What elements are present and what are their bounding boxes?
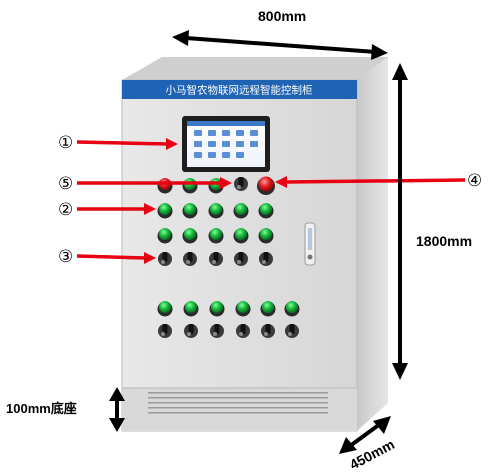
selector-switch-row5-0 — [158, 324, 172, 338]
green-indicator-row4-4 — [260, 301, 276, 317]
selector-switch-row1-3 — [234, 177, 248, 191]
green-indicator-row2b-2 — [208, 228, 224, 244]
cabinet-title: 小马智农物联网远程智能控制柜 — [166, 84, 313, 97]
callout-2: ② — [58, 200, 73, 220]
cabinet-base — [122, 388, 357, 431]
width-label: 800mm — [258, 8, 306, 24]
callout-arrows — [76, 138, 466, 264]
title-band — [122, 80, 357, 99]
emergency-stop-button — [257, 176, 275, 195]
green-indicator-row4-1 — [183, 301, 199, 317]
green-indicator-row2b-1 — [182, 228, 198, 244]
dimension-arrows — [109, 30, 408, 454]
cabinet-side — [357, 57, 388, 431]
selector-switch-row3-1 — [183, 252, 197, 266]
selector-switch-row5-2 — [210, 324, 224, 338]
green-indicator-row2b-3 — [233, 228, 249, 244]
callout-1: ① — [58, 133, 73, 153]
selector-switch-row3-0 — [158, 252, 172, 266]
panel-components — [157, 176, 300, 338]
selector-switch-row5-3 — [236, 324, 250, 338]
selector-switch-row5-4 — [261, 324, 275, 338]
green-indicator-row4-2 — [209, 301, 225, 317]
green-indicator-row2-0 — [157, 203, 173, 219]
callout-5: ⑤ — [58, 174, 73, 194]
green-indicator-row2-2 — [208, 203, 224, 219]
green-indicator-row4-3 — [235, 301, 251, 317]
vent-grille — [148, 392, 328, 414]
selector-switch-row5-5 — [285, 324, 299, 338]
green-indicator-row2-1 — [182, 203, 198, 219]
callout-4: ④ — [467, 171, 482, 191]
height-label: 1800mm — [416, 233, 472, 249]
green-indicator-row2b-0 — [157, 228, 173, 244]
green-indicator-row2b-4 — [258, 228, 274, 244]
green-indicator-row4-5 — [284, 301, 300, 317]
callout-3: ③ — [58, 247, 73, 267]
green-indicator-row4-0 — [157, 301, 173, 317]
cabinet-top — [122, 57, 388, 80]
selector-switch-row5-1 — [184, 324, 198, 338]
screen-icons — [194, 130, 258, 158]
green-indicator-row2-3 — [233, 203, 249, 219]
selector-switch-row3-4 — [259, 252, 273, 266]
selector-switch-row3-3 — [234, 252, 248, 266]
green-indicator-row2-4 — [258, 203, 274, 219]
selector-switch-row3-2 — [209, 252, 223, 266]
base-label: 100mm底座 — [6, 401, 77, 416]
